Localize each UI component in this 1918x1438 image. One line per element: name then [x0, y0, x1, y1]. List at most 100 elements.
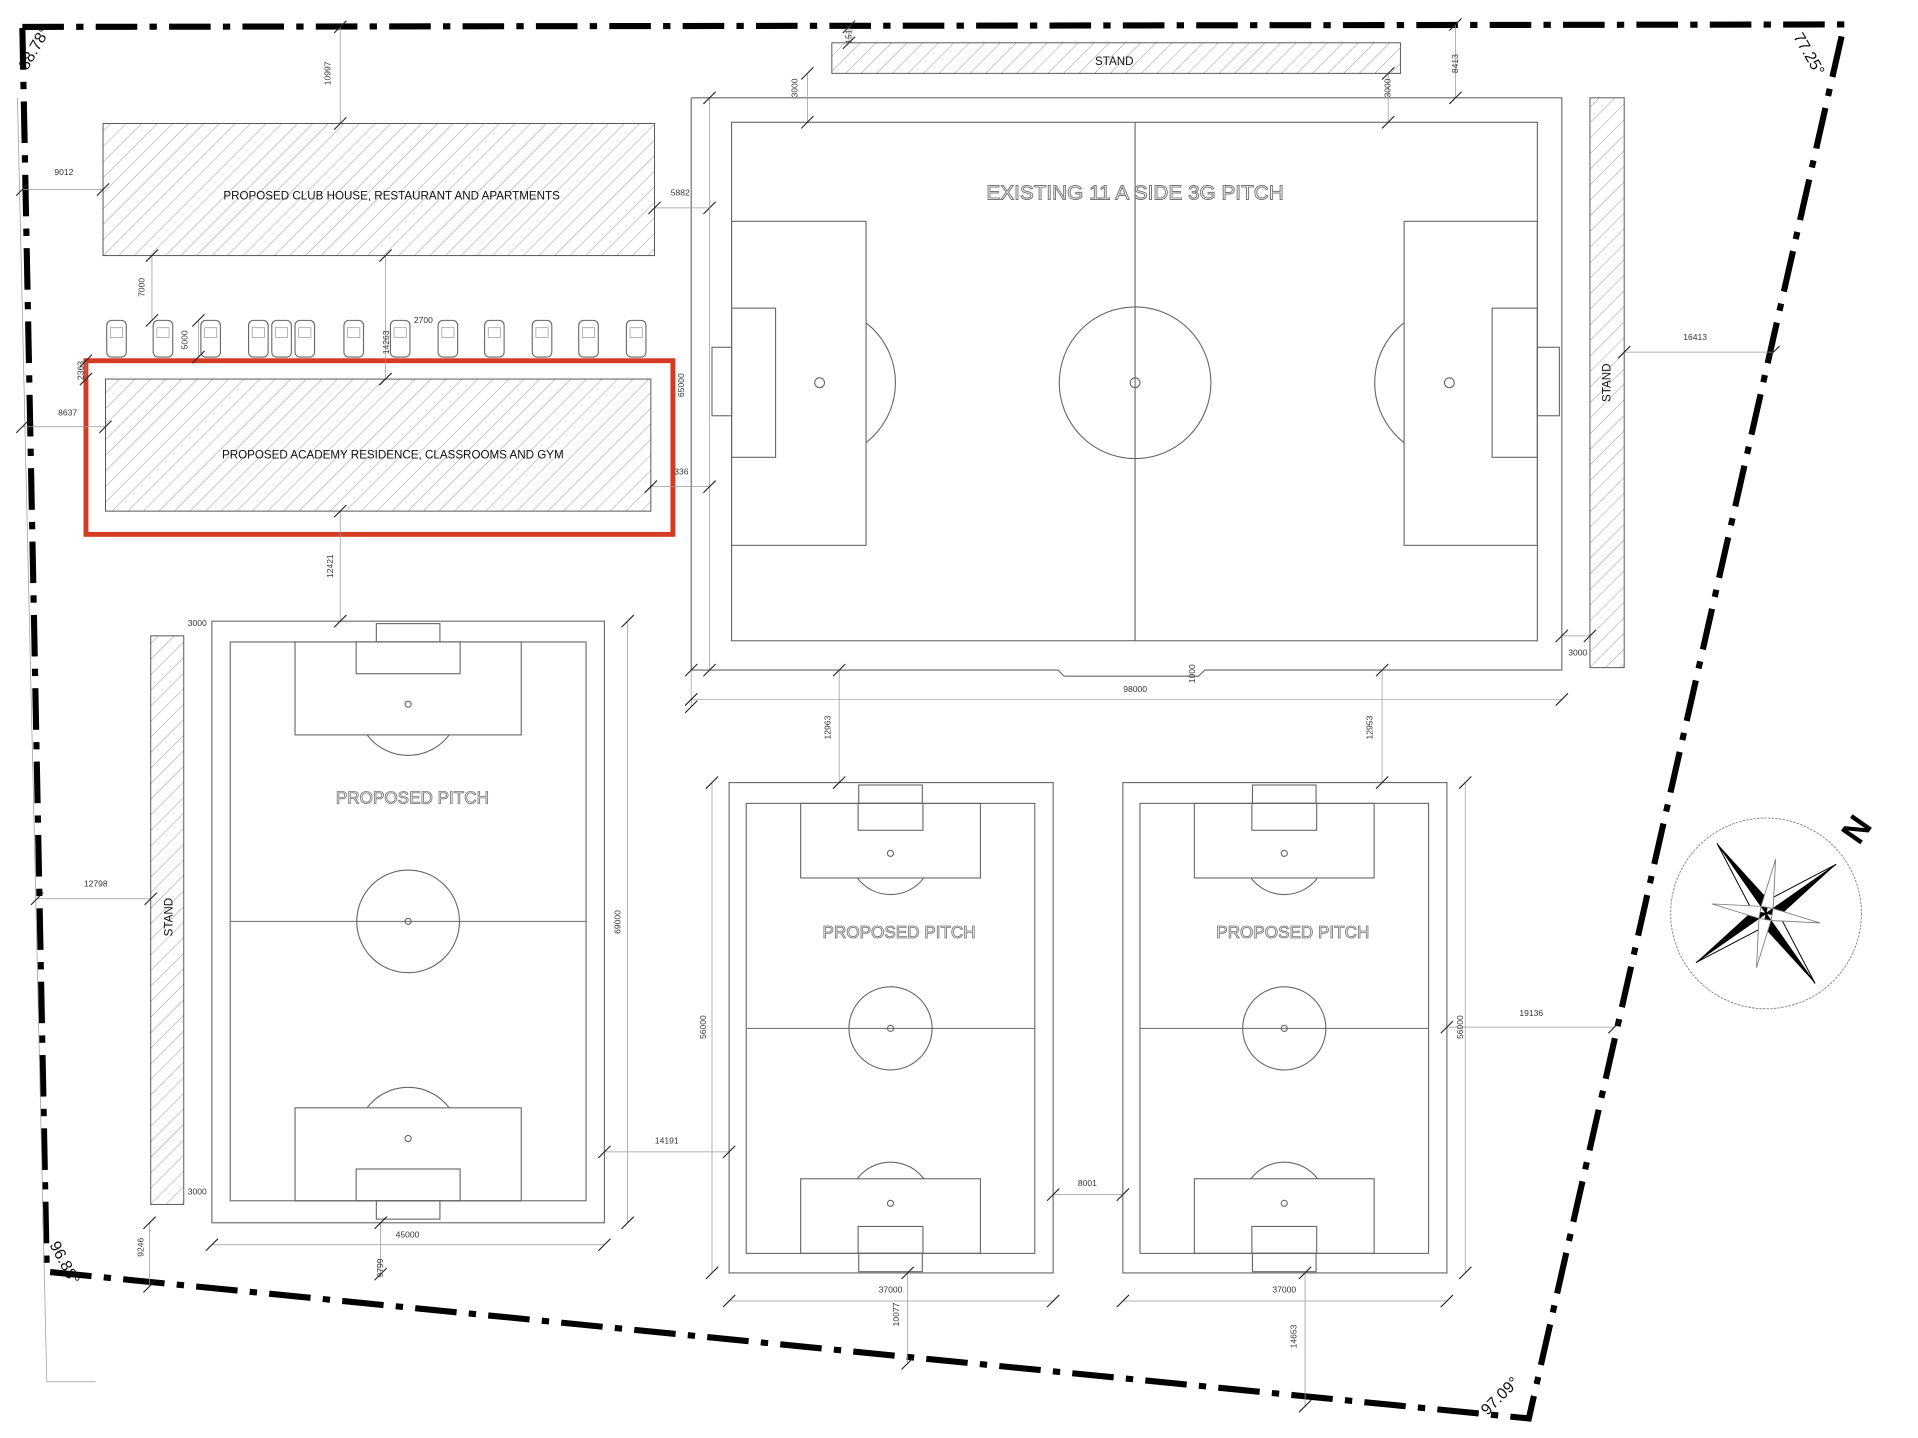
dimension-label: 12963 — [823, 715, 833, 739]
existing-pitch-label: EXISTING 11 A SIDE 3G PITCH — [986, 181, 1283, 204]
dimension-line — [684, 692, 1569, 706]
stand-top-label: STAND — [1095, 55, 1133, 68]
dimension-line — [1555, 629, 1597, 643]
proposed-pitch-1 — [211, 620, 605, 1224]
dimension-line — [333, 504, 347, 628]
dimension-label: 3000 — [790, 78, 800, 97]
dimension-label: 56000 — [698, 1015, 708, 1039]
stand-left — [150, 635, 185, 1205]
dimension-line — [1458, 776, 1472, 1280]
proposed-pitch-3-label: PROPOSED PITCH — [1216, 923, 1369, 942]
proposed-pitch-2-label: PROPOSED PITCH — [823, 923, 976, 942]
dimension-label: 8001 — [1078, 1178, 1097, 1188]
angle-label-ne: 77.25° — [1789, 30, 1827, 78]
dimension-line — [1617, 345, 1780, 359]
dimension-label: 12421 — [325, 554, 335, 578]
club-house-label: PROPOSED CLUB HOUSE, RESTAURANT AND APAR… — [223, 189, 560, 202]
dimension-label: 2700 — [414, 315, 433, 325]
parked-car-icon — [531, 319, 553, 358]
dimension-line — [15, 183, 110, 197]
dimension-label: 12798 — [84, 879, 108, 889]
dimension-label: 1513 — [843, 24, 853, 43]
dimension-line — [30, 892, 158, 906]
dimension-label: 2363 — [75, 361, 85, 380]
dimension-line — [703, 91, 717, 677]
parked-car-icon — [437, 319, 459, 358]
proposed-pitch-3 — [1122, 782, 1448, 1274]
dimension-label: 37000 — [1272, 1284, 1296, 1294]
dimension-line — [1381, 66, 1395, 129]
dimension-label: 1000 — [1187, 664, 1197, 683]
dimension-line — [648, 201, 717, 215]
dimension-label: 69000 — [612, 910, 622, 934]
dimension-label: 19136 — [1519, 1008, 1543, 1018]
parked-car-icon — [200, 319, 221, 358]
stand-left-label: STAND — [163, 898, 176, 936]
dimension-label: 14653 — [1288, 1324, 1298, 1348]
dimension-label: 9012 — [54, 167, 73, 177]
parking-bays — [106, 319, 647, 358]
dimension-line — [1440, 1020, 1621, 1034]
dimension-line — [145, 249, 159, 327]
dimension-label: 336 — [674, 466, 689, 476]
parked-car-icon — [578, 319, 599, 358]
dimension-label: 14191 — [655, 1135, 679, 1145]
existing-pitch — [690, 97, 1563, 677]
dimension-label: 45000 — [396, 1229, 420, 1239]
stand-right-label: STAND — [1601, 363, 1614, 401]
parked-car-icon — [389, 319, 411, 358]
dimension-line — [901, 1266, 915, 1370]
dimension-line — [1116, 1294, 1454, 1308]
dimension-line — [379, 249, 393, 386]
dimension-label: 37000 — [879, 1284, 903, 1294]
dimension-line — [644, 480, 717, 494]
dimension-label: 7000 — [137, 278, 147, 297]
dimension-label: 8637 — [58, 408, 77, 418]
stand-top — [831, 42, 1401, 74]
parked-car-icon — [625, 319, 647, 358]
dimension-line — [79, 354, 93, 386]
parked-car-icon — [152, 319, 174, 358]
dimension-line — [722, 1294, 1060, 1308]
dimension-line — [205, 1238, 611, 1252]
academy-label: PROPOSED ACADEMY RESIDENCE, CLASSROOMS A… — [222, 449, 564, 462]
dimension-label: 12953 — [1364, 715, 1374, 739]
dimension-line — [842, 20, 856, 50]
boundary-leader — [17, 97, 48, 1382]
angle-label-se: 97.09° — [1478, 1374, 1523, 1419]
dimension-label: 10077 — [891, 1302, 901, 1326]
parked-car-icon — [484, 319, 505, 358]
dimension-line — [143, 1216, 157, 1293]
dimension-label: 3000 — [1568, 647, 1587, 657]
stand-right — [1589, 97, 1625, 669]
dimension-line — [684, 663, 698, 714]
dimension-line — [15, 420, 112, 434]
dimension-label: 14263 — [381, 330, 391, 354]
parked-car-icon — [248, 319, 269, 358]
proposed-pitch-2 — [728, 782, 1054, 1274]
dimension-label: 98000 — [1123, 684, 1147, 694]
dimension-line — [374, 1216, 388, 1281]
dimension-line — [597, 1145, 736, 1159]
dimension-label: 3000 — [188, 618, 207, 628]
dimension-label: 3000 — [188, 1187, 207, 1197]
dimension-label: 16413 — [1683, 332, 1707, 342]
dimension-label: 10997 — [322, 61, 332, 85]
parked-car-icon — [294, 319, 316, 358]
dimension-label: 3000 — [1383, 78, 1393, 97]
dimension-line — [621, 614, 635, 1230]
dimension-line — [191, 313, 205, 364]
dimension-label: 56000 — [1455, 1015, 1465, 1039]
angle-label-sw: 96.88° — [46, 1239, 83, 1288]
parked-car-icon — [343, 319, 365, 358]
dimension-line — [832, 663, 846, 790]
dimension-line — [800, 66, 814, 129]
parked-car-icon — [271, 319, 292, 358]
dimension-line — [1046, 1188, 1130, 1202]
dimension-line — [1298, 1266, 1312, 1413]
site-boundary — [19, 21, 1849, 1422]
dimension-label: 5882 — [671, 188, 690, 198]
highlight-box — [83, 358, 676, 537]
parked-car-icon — [106, 319, 127, 358]
